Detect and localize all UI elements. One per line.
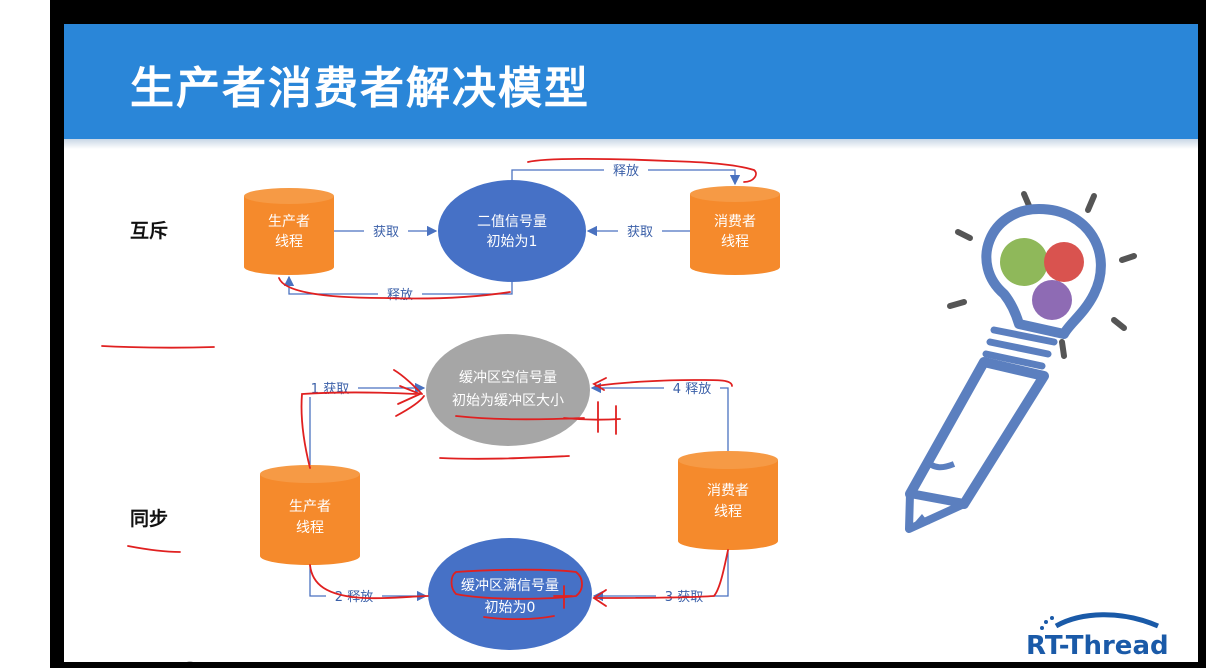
mutex-consumer-line2: 线程 xyxy=(721,234,749,250)
mutex-consumer-release-label: 释放 xyxy=(613,164,639,179)
mutex-consumer-line1: 消费者 xyxy=(714,214,756,230)
empty-semaphore-node: 缓冲区空信号量 初始为缓冲区大小 xyxy=(426,334,590,446)
binary-semaphore-line2: 初始为1 xyxy=(487,233,538,250)
title-banner: 生产者消费者解决模型 xyxy=(64,24,1198,139)
presenter-toolbar: ✎ ▭ ◯ ◇ ↖ xyxy=(134,660,246,662)
full-semaphore-node: 缓冲区满信号量 初始为0 xyxy=(428,538,592,650)
empty-semaphore-line2: 初始为缓冲区大小 xyxy=(452,392,564,409)
mutex-producer-line2: 线程 xyxy=(275,234,303,250)
binary-semaphore-line1: 二值信号量 xyxy=(477,214,547,230)
sync-producer-line1: 生产者 xyxy=(289,499,331,515)
mutex-consumer-take-label: 获取 xyxy=(627,225,653,240)
mutex-producer-cylinder: 生产者 线程 xyxy=(244,188,334,275)
full-semaphore-line2: 初始为0 xyxy=(485,599,536,616)
sync-label: 同步 xyxy=(130,508,169,530)
sync-consumer-cylinder: 消费者 线程 xyxy=(678,451,778,550)
producer-consumer-diagram: 生产者 线程 消费者 线程 二值信号量 初始为1 获取 获取 释放 释放 xyxy=(101,157,1137,650)
sync-producer-line2: 线程 xyxy=(296,520,324,536)
step1-label: 1 获取 xyxy=(311,382,349,397)
slide-title: 生产者消费者解决模型 xyxy=(130,63,590,114)
presentation-slide: 生产者消费者解决模型 互斥 同步 生产者 线程 消费者 线程 二值信号量 xyxy=(64,24,1198,662)
sync-consumer-line1: 消费者 xyxy=(707,483,749,499)
red-ink-annotations xyxy=(101,157,757,621)
mutex-consumer-cylinder: 消费者 线程 xyxy=(690,186,780,275)
svg-text:RT-Thread: RT-Thread xyxy=(1026,631,1169,660)
sync-producer-cylinder: 生产者 线程 xyxy=(260,465,360,565)
pointer-icon[interactable]: ↖ xyxy=(230,660,246,662)
empty-semaphore-line1: 缓冲区空信号量 xyxy=(459,370,557,386)
highlighter-icon[interactable]: ◯ xyxy=(182,660,198,662)
mutex-label: 互斥 xyxy=(130,220,169,242)
eraser-icon[interactable]: ◇ xyxy=(206,660,222,662)
lightbulb-pencil-illustration xyxy=(905,191,1137,533)
full-semaphore-line1: 缓冲区满信号量 xyxy=(461,578,559,594)
left-white-pane xyxy=(0,0,50,668)
mutex-producer-release-label: 释放 xyxy=(387,288,413,303)
screen-icon[interactable]: ▭ xyxy=(158,660,174,662)
mutex-producer-line1: 生产者 xyxy=(268,214,310,230)
rt-thread-logo: RT-Thread xyxy=(1026,606,1196,661)
binary-semaphore-node: 二值信号量 初始为1 xyxy=(438,180,586,282)
sync-consumer-line2: 线程 xyxy=(714,504,742,520)
mutex-producer-take-label: 获取 xyxy=(373,225,399,240)
pen-icon[interactable]: ✎ xyxy=(134,660,150,662)
step4-label: 4 释放 xyxy=(673,382,711,397)
